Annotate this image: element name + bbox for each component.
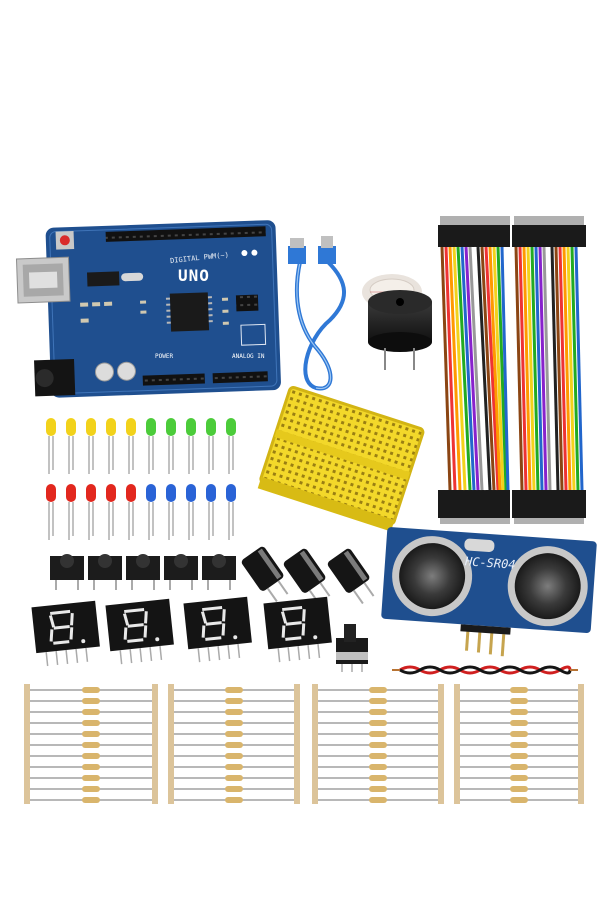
- electrolytic-capacitor: [327, 548, 375, 605]
- led-row-top: [46, 418, 236, 474]
- resistor-strip: [24, 684, 158, 804]
- seven-segment-group: [31, 596, 332, 667]
- resistor-strip: [312, 684, 444, 804]
- electrolytic-capacitor: [241, 546, 289, 603]
- usb-cable: [288, 236, 346, 391]
- led-group: [46, 418, 236, 540]
- jumper-wire-bundle: [438, 216, 586, 524]
- slide-switch: [336, 624, 368, 672]
- push-button: [202, 554, 236, 590]
- resistor-strip: [168, 684, 300, 804]
- electrolytic-capacitor: [283, 548, 331, 605]
- twisted-wire-pair: [392, 665, 578, 675]
- seven-segment-display: [183, 596, 252, 663]
- mini-breadboard: [257, 385, 425, 532]
- board-power-label: POWER: [155, 353, 174, 360]
- push-button-group: [50, 554, 236, 590]
- buzzer: [362, 274, 432, 370]
- seven-segment-display: [263, 596, 332, 663]
- board-model-label: UNO: [178, 266, 210, 285]
- capacitor-group: [241, 546, 375, 605]
- resistor-strips: [24, 684, 584, 804]
- arduino-uno-board: [15, 220, 281, 398]
- ultrasonic-sensor: [381, 527, 597, 657]
- push-button: [50, 554, 84, 590]
- board-analog-label: ANALOG IN: [232, 353, 265, 360]
- push-button: [126, 554, 160, 590]
- push-button: [164, 554, 198, 590]
- resistor-strip: [454, 684, 584, 804]
- seven-segment-display: [31, 600, 100, 667]
- led-row-bottom: [46, 484, 236, 540]
- seven-segment-display: [105, 598, 174, 665]
- push-button: [88, 554, 122, 590]
